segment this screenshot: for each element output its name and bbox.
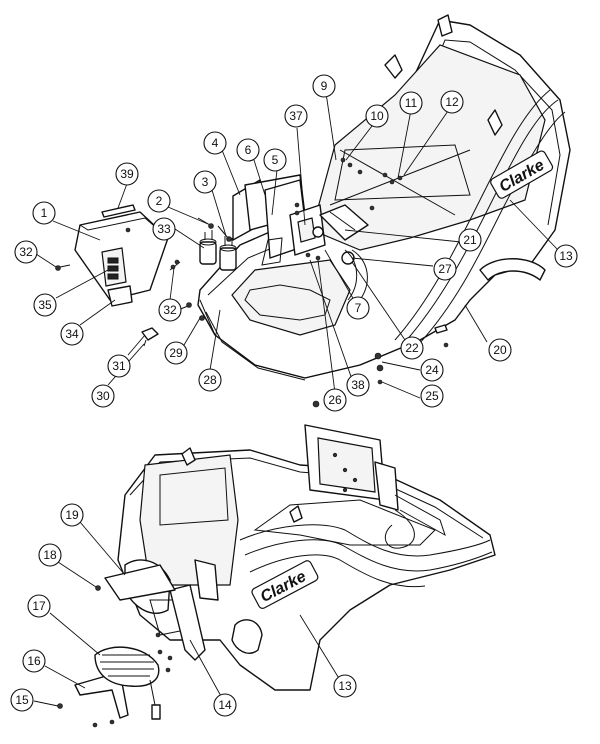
fastener-group-right [312, 324, 449, 408]
callout-15: 15 [10, 688, 34, 712]
callout-18: 18 [38, 543, 62, 567]
screw-part-3 [217, 225, 229, 239]
callout-30: 30 [91, 384, 115, 408]
svg-text:6: 6 [245, 143, 252, 157]
callout-25: 25 [420, 384, 444, 408]
plate-part-19 [104, 564, 176, 601]
svg-text:31: 31 [112, 359, 126, 373]
callout-35: 35 [33, 293, 57, 317]
screw-32b [169, 259, 181, 271]
screw-32a [55, 265, 61, 271]
svg-text:18: 18 [43, 548, 57, 562]
svg-text:9: 9 [321, 79, 328, 93]
svg-text:29: 29 [169, 346, 183, 360]
callout-13-upper: 13 [554, 244, 578, 268]
svg-text:34: 34 [65, 327, 79, 341]
svg-text:30: 30 [96, 389, 110, 403]
svg-text:25: 25 [425, 389, 439, 403]
callout-33: 33 [152, 217, 176, 241]
screw-15 [57, 703, 63, 709]
cable-loop-upper [244, 284, 331, 321]
svg-text:19: 19 [65, 508, 79, 522]
callout-24: 24 [420, 358, 444, 382]
svg-text:4: 4 [212, 136, 219, 150]
callout-9: 9 [312, 74, 336, 98]
callout-14: 14 [213, 693, 237, 717]
callout-27: 27 [433, 257, 457, 281]
svg-text:21: 21 [463, 233, 477, 247]
callout-39: 39 [115, 162, 139, 186]
callout-22: 22 [400, 336, 424, 360]
callout-11: 11 [399, 91, 423, 115]
svg-text:7: 7 [355, 301, 362, 315]
svg-text:27: 27 [438, 262, 452, 276]
svg-text:16: 16 [27, 654, 41, 668]
callout-20: 20 [488, 338, 512, 362]
bracket-part-14 [169, 584, 206, 661]
svg-text:10: 10 [370, 109, 384, 123]
svg-text:20: 20 [493, 343, 507, 357]
callout-38: 38 [346, 373, 370, 397]
callout-28: 28 [198, 368, 222, 392]
svg-text:22: 22 [405, 341, 419, 355]
callout-1: 1 [32, 201, 56, 225]
callout-37: 37 [284, 104, 308, 128]
callout-12: 12 [440, 90, 464, 114]
svg-text:11: 11 [405, 96, 418, 110]
screw-18 [95, 585, 101, 591]
control-bracket-assembly [232, 174, 369, 306]
callout-26: 26 [323, 388, 347, 412]
svg-text:15: 15 [15, 693, 29, 707]
svg-text:28: 28 [203, 373, 217, 387]
callout-10: 10 [365, 104, 389, 128]
svg-text:33: 33 [157, 222, 171, 236]
callout-32-left: 32 [14, 240, 38, 264]
leader-lines [33, 92, 559, 707]
callout-5: 5 [263, 148, 287, 172]
svg-text:26: 26 [328, 393, 342, 407]
svg-text:38: 38 [351, 378, 365, 392]
callout-16: 16 [22, 649, 46, 673]
svg-text:17: 17 [32, 599, 46, 613]
block-part-31 [141, 327, 159, 341]
control-panel [74, 211, 169, 307]
svg-text:12: 12 [445, 95, 459, 109]
callout-7: 7 [346, 296, 370, 320]
callout-13-lower: 13 [333, 674, 357, 698]
callout-3: 3 [193, 170, 217, 194]
callout-29: 29 [164, 341, 188, 365]
callout-21: 21 [458, 228, 482, 252]
callout-17: 17 [27, 594, 51, 618]
svg-text:13: 13 [338, 679, 352, 693]
svg-text:5: 5 [272, 153, 279, 167]
screw-part-2 [197, 217, 211, 226]
svg-text:39: 39 [120, 167, 134, 181]
svg-text:24: 24 [425, 363, 439, 377]
callout-4: 4 [203, 131, 227, 155]
svg-text:13: 13 [559, 249, 573, 263]
relay-pair [199, 230, 237, 271]
callout-6: 6 [236, 138, 260, 162]
rod-part-39 [101, 204, 136, 218]
lower-base [117, 424, 496, 691]
svg-text:2: 2 [156, 194, 163, 208]
callout-34: 34 [60, 322, 84, 346]
callout-19: 19 [60, 503, 84, 527]
callout-32-right: 32 [158, 298, 182, 322]
callout-2: 2 [147, 189, 171, 213]
grille-part-17 [94, 646, 161, 720]
svg-text:1: 1 [41, 206, 48, 220]
svg-text:14: 14 [218, 698, 232, 712]
svg-text:35: 35 [38, 298, 52, 312]
svg-text:32: 32 [19, 245, 33, 259]
svg-text:32: 32 [163, 303, 177, 317]
svg-text:3: 3 [202, 175, 209, 189]
upper-shroud [197, 14, 571, 381]
svg-text:37: 37 [289, 109, 303, 123]
callout-31: 31 [107, 354, 131, 378]
